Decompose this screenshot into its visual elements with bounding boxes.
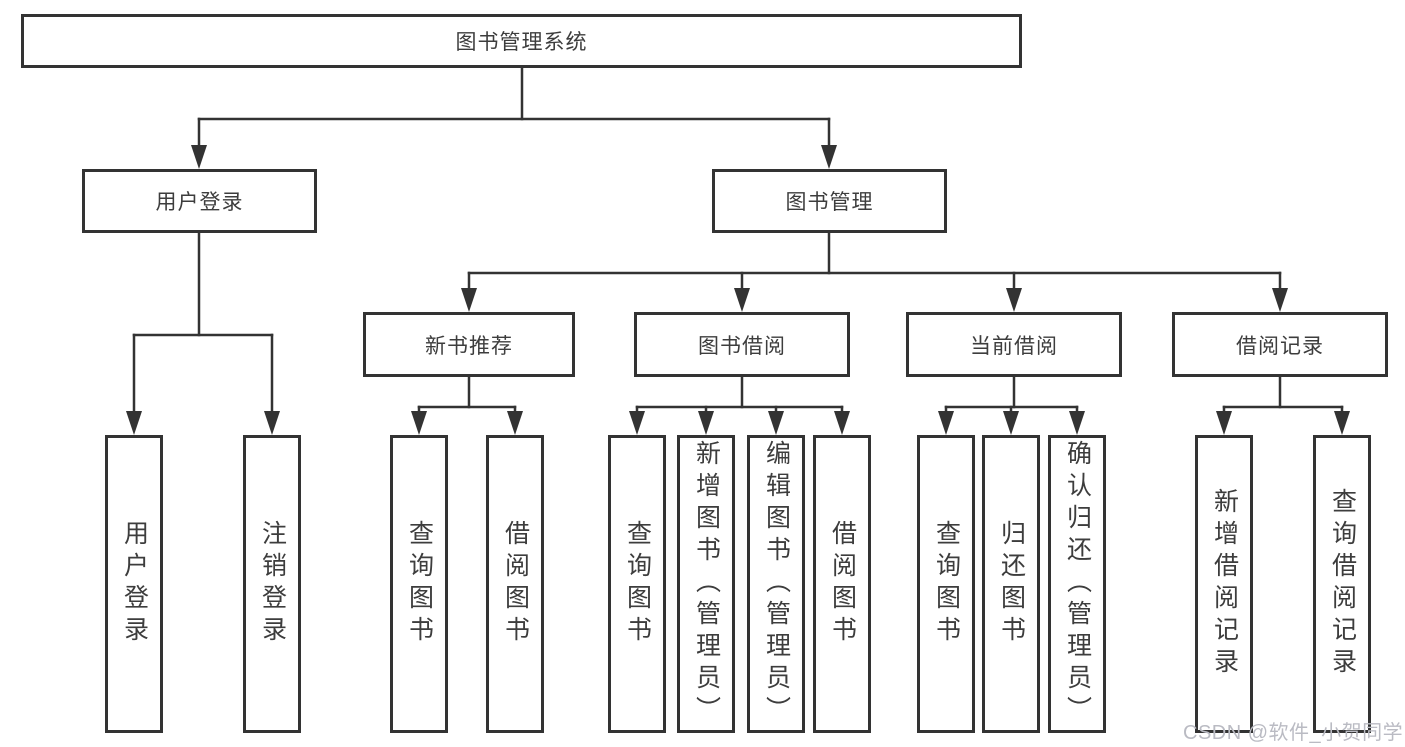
node-current-borrow: 当前借阅 bbox=[906, 312, 1122, 377]
node-book-management: 图书管理 bbox=[712, 169, 947, 233]
csdn-watermark: CSDN @软件_小贺同学 bbox=[1183, 722, 1404, 744]
leaf-current-search-books: 查询图书 bbox=[917, 435, 975, 733]
node-user-login: 用户登录 bbox=[82, 169, 317, 233]
leaf-newbook-search-books: 查询图书 bbox=[390, 435, 448, 733]
connector-current-borrow-split bbox=[938, 375, 1085, 435]
leaf-newbook-borrow-books: 借阅图书 bbox=[486, 435, 544, 733]
leaf-borrow-borrow-books: 借阅图书 bbox=[813, 435, 871, 733]
leaf-borrow-search-books: 查询图书 bbox=[608, 435, 666, 733]
leaf-borrow-add-book-admin: 新增图书（管理员） bbox=[677, 435, 735, 733]
leaf-records-search-record: 查询借阅记录 bbox=[1313, 435, 1371, 733]
node-new-book-recommend: 新书推荐 bbox=[363, 312, 575, 377]
leaf-current-confirm-return-admin: 确认归还（管理员） bbox=[1048, 435, 1106, 733]
leaf-user-login: 用户登录 bbox=[105, 435, 163, 733]
connector-new-book-split bbox=[411, 375, 523, 435]
node-library-system: 图书管理系统 bbox=[21, 14, 1022, 68]
leaf-records-add-record: 新增借阅记录 bbox=[1195, 435, 1253, 733]
leaf-current-return-books: 归还图书 bbox=[982, 435, 1040, 733]
connector-borrow-records-split bbox=[1216, 375, 1350, 435]
node-book-borrow: 图书借阅 bbox=[634, 312, 850, 377]
leaf-logout: 注销登录 bbox=[243, 435, 301, 733]
connector-book-mgmt-split bbox=[461, 231, 1288, 312]
connector-book-borrow-split bbox=[629, 375, 850, 435]
leaf-borrow-edit-book-admin: 编辑图书（管理员） bbox=[747, 435, 805, 733]
connector-user-login-split bbox=[126, 231, 280, 435]
connector-root-to-level2 bbox=[191, 66, 837, 169]
node-borrow-records: 借阅记录 bbox=[1172, 312, 1388, 377]
